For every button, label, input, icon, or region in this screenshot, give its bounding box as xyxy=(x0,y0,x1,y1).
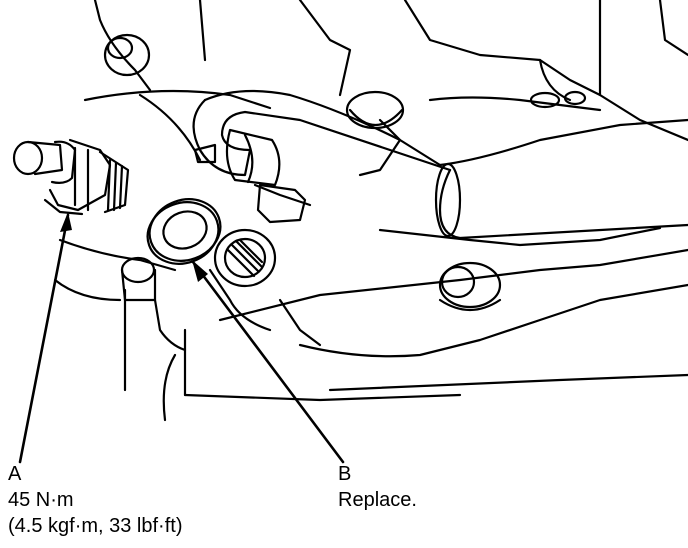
callout-a-torque-alt: (4.5 kgf·m, 33 lbf·ft) xyxy=(8,515,183,537)
hose-fitting xyxy=(193,128,281,187)
rivet-upper xyxy=(529,90,587,109)
leader-line-a xyxy=(18,213,70,464)
callout-a: A 45 N·m (4.5 kgf·m, 33 lbf·ft) xyxy=(8,461,183,539)
bolt-boss-left-lower xyxy=(120,256,157,302)
callout-b-note: Replace. xyxy=(338,489,417,511)
sensor-a xyxy=(12,138,130,216)
union-nut xyxy=(256,183,307,224)
bolt-boss-right xyxy=(438,261,502,311)
coolant-hose xyxy=(192,89,688,240)
bolt-boss-upper-center xyxy=(345,90,405,130)
engine-block-outline xyxy=(53,0,688,402)
callout-a-torque: 45 N·m xyxy=(8,489,74,511)
callout-b-letter: B xyxy=(338,463,352,485)
bolt-boss-upper-left xyxy=(103,33,151,77)
callout-a-letter: A xyxy=(8,463,22,485)
leader-line-b xyxy=(191,260,345,464)
threaded-port xyxy=(213,228,277,288)
leader-arrow-b xyxy=(192,260,208,282)
leader-arrow-a xyxy=(60,212,72,232)
housing-edge xyxy=(153,268,322,422)
callout-b: B Replace. xyxy=(338,461,417,513)
